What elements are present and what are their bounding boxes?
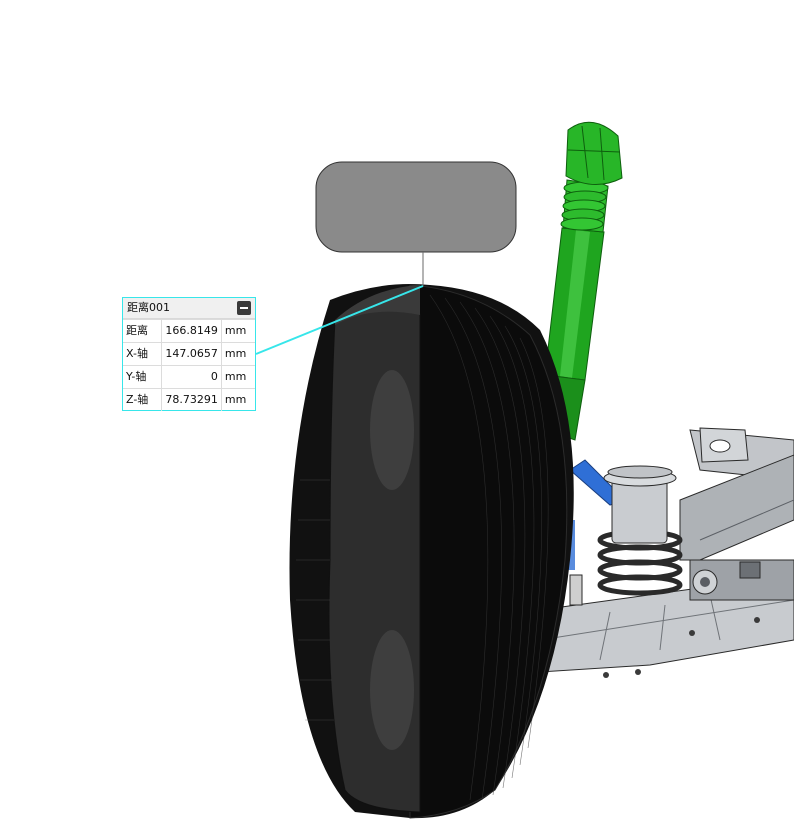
coil-spring[interactable] bbox=[569, 465, 683, 606]
table-row: Z-轴 78.73291 mm bbox=[123, 388, 255, 411]
measurement-leader-line bbox=[255, 285, 424, 355]
table-row: X-轴 147.0657 mm bbox=[123, 342, 255, 366]
row-unit: mm bbox=[221, 342, 255, 366]
row-value: 0 bbox=[161, 365, 222, 389]
subframe[interactable] bbox=[539, 427, 794, 678]
measurement-header[interactable]: 距离001 bbox=[123, 298, 255, 319]
row-value: 147.0657 bbox=[161, 342, 222, 366]
row-value: 166.8149 bbox=[161, 319, 222, 343]
minus-square-icon[interactable] bbox=[237, 301, 251, 315]
measurement-table: 距离 166.8149 mm X-轴 147.0657 mm Y-轴 0 mm … bbox=[123, 319, 255, 411]
row-label: 距离 bbox=[123, 319, 163, 343]
row-unit: mm bbox=[221, 365, 255, 389]
row-label: X-轴 bbox=[123, 342, 163, 366]
measurement-panel[interactable]: 距离001 距离 166.8149 mm X-轴 147.0657 mm Y-轴… bbox=[122, 297, 256, 411]
table-row: 距离 166.8149 mm bbox=[123, 319, 255, 343]
row-unit: mm bbox=[221, 319, 255, 343]
minus-glyph bbox=[240, 307, 248, 309]
bump-stop-pad[interactable] bbox=[315, 161, 517, 286]
tire[interactable] bbox=[289, 284, 574, 819]
row-label: Z-轴 bbox=[123, 388, 163, 411]
row-unit: mm bbox=[221, 388, 255, 411]
row-value: 78.73291 bbox=[161, 388, 222, 411]
measurement-title: 距离001 bbox=[127, 301, 170, 314]
row-label: Y-轴 bbox=[123, 365, 163, 389]
table-row: Y-轴 0 mm bbox=[123, 365, 255, 389]
